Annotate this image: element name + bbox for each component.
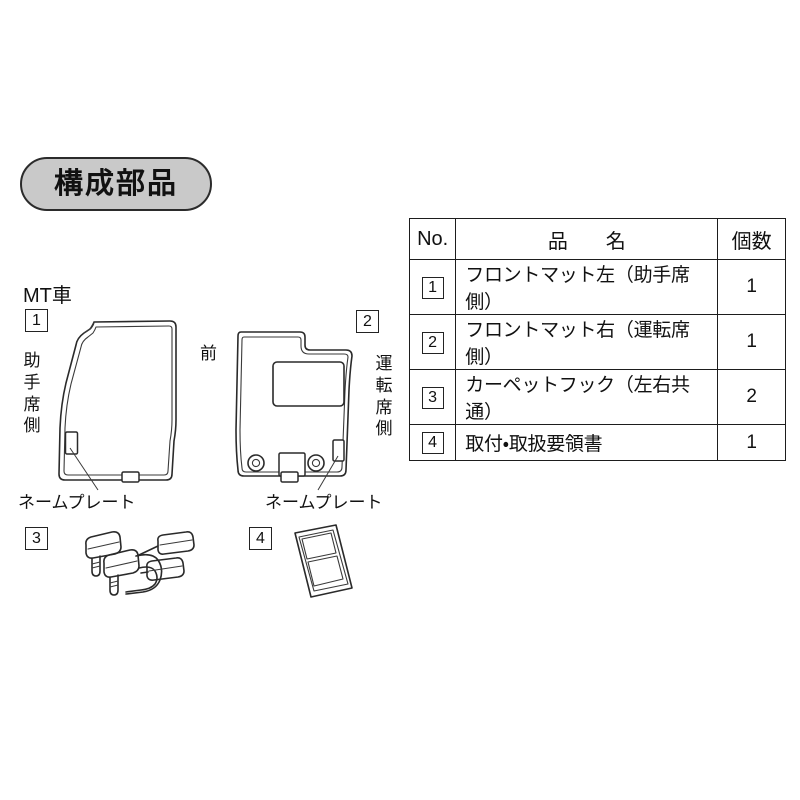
left-mat-nameplate-leader <box>69 447 99 491</box>
row-name-cell: 取付・取扱要領書 <box>455 424 719 461</box>
row-qty-cell: 1 <box>717 314 786 370</box>
row-number-badge: 4 <box>421 432 444 454</box>
right-mat-nameplate-tab <box>332 439 345 462</box>
row-no-cell: 2 <box>408 314 457 370</box>
right-mat-grommet-right-inner <box>311 458 321 468</box>
page-title-badge: 構成部品 <box>20 157 212 211</box>
parts-table: No. 品 名 個数 1 フロントマット左（助手席側） 1 2 フロントマット右… <box>408 218 786 461</box>
callout-number-2: 2 <box>356 310 379 333</box>
right-floor-mat-illustration <box>235 331 353 491</box>
row-no-cell: 3 <box>408 369 457 425</box>
row-name-cell: フロントマット右（運転席側） <box>455 314 719 370</box>
right-mat-side-char-3: 席 <box>375 397 393 417</box>
left-mat-bottom-tab <box>121 471 140 483</box>
transmission-type-label: MT車 <box>23 285 72 307</box>
left-mat-side-char-2: 手 <box>23 372 41 392</box>
callout-number-4: 4 <box>249 527 272 550</box>
row-number-badge: 2 <box>421 331 444 354</box>
right-mat-grommet-right <box>307 454 325 472</box>
row-name-cell: カーペットフック（左右共通） <box>455 369 719 425</box>
right-mat-grommet-left-inner <box>251 458 261 468</box>
left-mat-side-char-1: 助 <box>23 351 41 370</box>
right-mat-grommet-left <box>247 454 265 472</box>
right-mat-bottom-tab <box>280 471 299 483</box>
row-no-cell: 1 <box>408 259 457 315</box>
right-mat-nameplate-leader <box>317 455 339 491</box>
table-row: 1 フロントマット左（助手席側） 1 <box>408 259 786 315</box>
callout-number-1: 1 <box>25 309 48 332</box>
row-name-cell: フロントマット左（助手席側） <box>455 259 719 315</box>
table-row: 2 フロントマット右（運転席側） 1 <box>408 314 786 370</box>
parts-table-body: 1 フロントマット左（助手席側） 1 2 フロントマット右（運転席側） 1 3 … <box>408 259 786 461</box>
header-name: 品 名 <box>455 218 719 260</box>
header-qty: 個数 <box>717 218 786 260</box>
parts-table-header-row: No. 品 名 個数 <box>408 218 786 260</box>
right-mat-heel-pad <box>272 361 345 407</box>
left-mat-side-label: 助 手 席 側 <box>22 350 42 437</box>
right-mat-side-char-4: 側 <box>375 419 393 439</box>
row-qty-cell: 2 <box>717 369 786 425</box>
right-mat-side-char-1: 運 <box>375 354 393 373</box>
parts-table-head: No. 品 名 個数 <box>408 218 786 260</box>
instruction-manual-illustration <box>294 524 353 598</box>
callout-number-3: 3 <box>25 527 48 550</box>
row-qty-cell: 1 <box>717 424 786 461</box>
page-title: 構成部品 <box>53 167 178 200</box>
front-direction-label: 前 <box>200 344 217 363</box>
carpet-hook-illustration <box>85 531 195 596</box>
left-mat-side-char-3: 席 <box>23 394 41 414</box>
right-mat-center-block <box>278 452 306 477</box>
row-number-badge: 1 <box>421 276 444 299</box>
right-mat-side-char-2: 転 <box>375 375 393 395</box>
right-mat-nameplate-label: ネームプレート <box>265 493 383 512</box>
header-no: No. <box>408 218 457 260</box>
row-no-cell: 4 <box>408 424 457 461</box>
table-row: 3 カーペットフック（左右共通） 2 <box>408 369 786 425</box>
left-mat-nameplate-tab <box>64 431 79 455</box>
table-row: 4 取付・取扱要領書 1 <box>408 424 786 461</box>
row-qty-cell: 1 <box>717 259 786 315</box>
left-mat-nameplate-label: ネームプレート <box>18 493 136 512</box>
left-mat-side-char-4: 側 <box>23 416 41 436</box>
left-floor-mat-illustration <box>58 320 177 491</box>
row-number-badge: 3 <box>421 386 444 409</box>
right-mat-side-label: 運 転 席 側 <box>374 353 394 440</box>
